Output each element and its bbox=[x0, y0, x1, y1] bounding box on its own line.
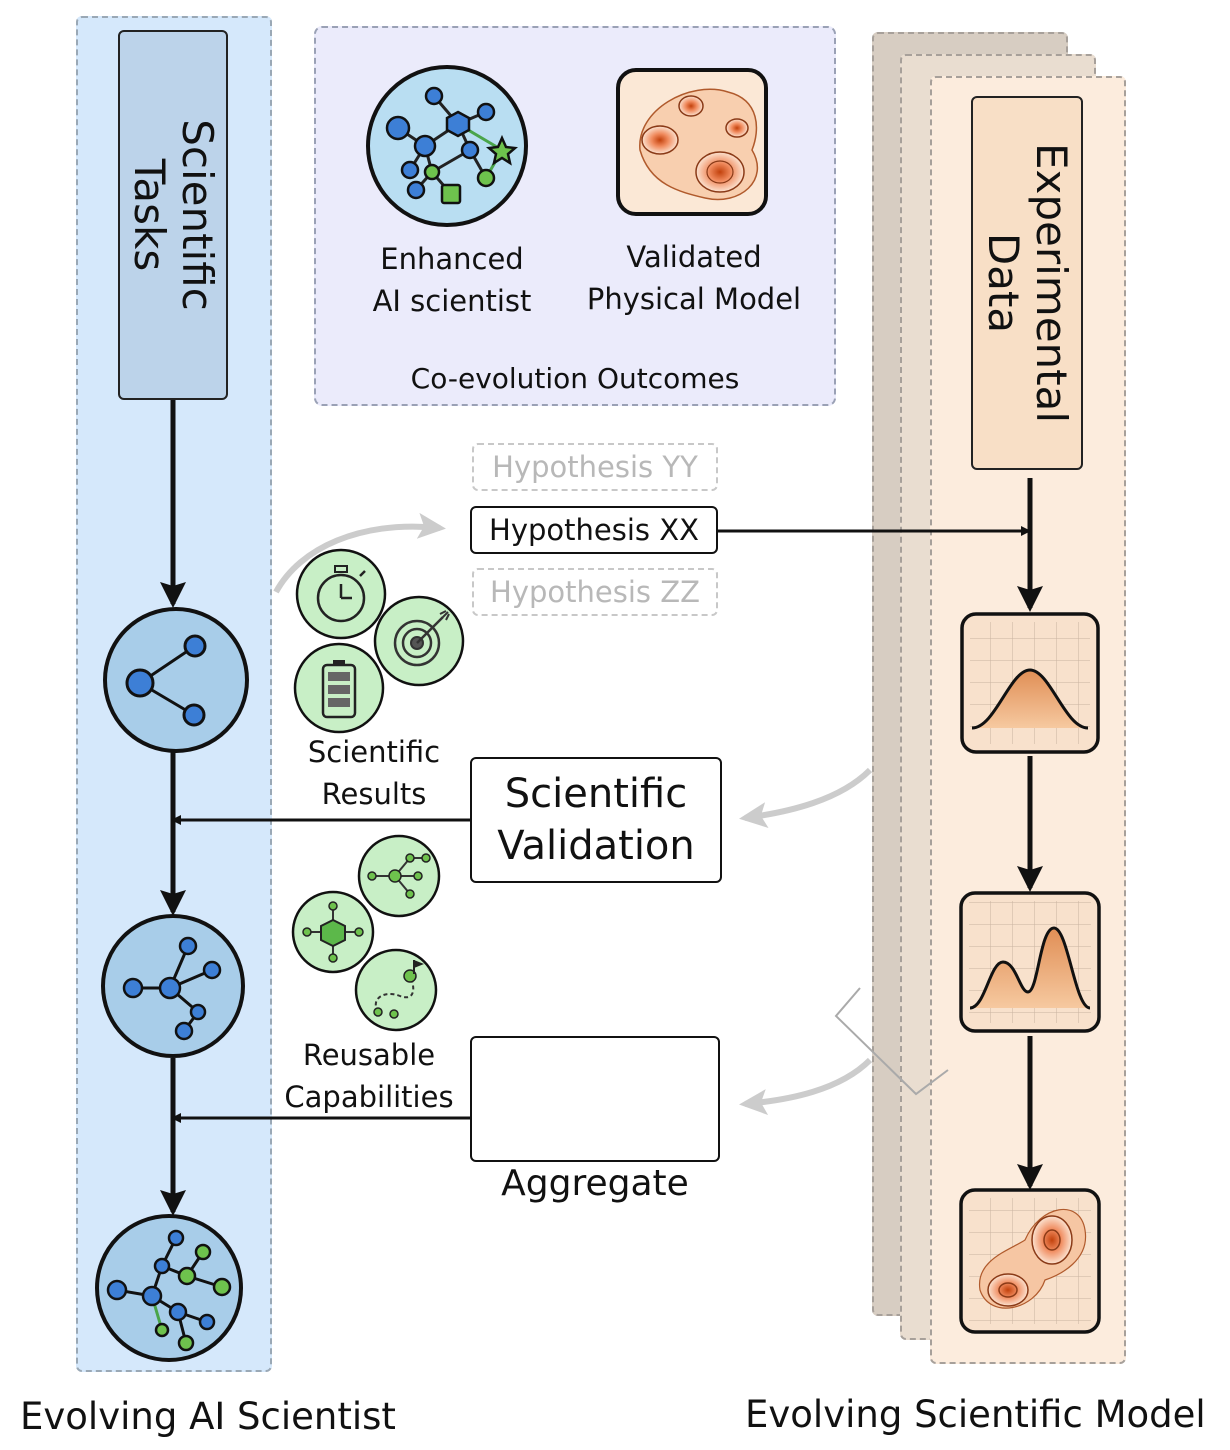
target-icon bbox=[373, 595, 465, 687]
battery-icon bbox=[293, 642, 385, 734]
cube-hub-icon bbox=[291, 890, 375, 974]
evolving-ai-scientist-caption: Evolving AI Scientist bbox=[20, 1395, 396, 1438]
validated-physical-model-icon bbox=[616, 68, 768, 216]
model-to-validation-arrow bbox=[739, 767, 873, 828]
scientific-results-label: Scientific Results bbox=[307, 735, 441, 811]
ai-scientist-stage-1-icon bbox=[103, 607, 249, 753]
path-to-goal-icon bbox=[354, 948, 438, 1032]
enhanced-ai-scientist-icon bbox=[366, 65, 528, 227]
co-evolution-outcomes-title: Co-evolution Outcomes bbox=[410, 362, 740, 395]
stopwatch-icon bbox=[295, 548, 387, 640]
hypothesis-yy: Hypothesis YY bbox=[472, 443, 718, 491]
contour-map-icon bbox=[959, 1188, 1101, 1334]
scientist-to-hypothesis-arrow bbox=[273, 512, 446, 594]
scientific-tasks-box: Scientific Tasks bbox=[118, 30, 228, 400]
enhanced-ai-scientist-label: Enhanced AI scientist bbox=[372, 242, 532, 318]
hypothesis-xx: Hypothesis XX bbox=[470, 506, 718, 554]
ai-scientist-stage-3-icon bbox=[95, 1214, 243, 1362]
model-to-aggregate-arrow bbox=[739, 1057, 873, 1115]
bracket-mark bbox=[834, 987, 949, 1096]
hypothesis-zz: Hypothesis ZZ bbox=[472, 568, 718, 616]
evolving-scientific-model-caption: Evolving Scientific Model bbox=[745, 1393, 1206, 1436]
validated-physical-model-label: Validated Physical Model bbox=[586, 240, 802, 316]
workflow-capability-icon bbox=[357, 834, 441, 918]
aggregate-label: Aggregate bbox=[501, 1163, 689, 1204]
experimental-data-box: Experimental Data bbox=[971, 96, 1083, 470]
double-peak-distribution-icon bbox=[959, 891, 1101, 1033]
aggregate-box bbox=[470, 1036, 720, 1162]
ai-scientist-stage-2-icon bbox=[101, 914, 245, 1058]
reusable-capabilities-label: Reusable Capabilities bbox=[284, 1038, 454, 1114]
single-peak-distribution-icon bbox=[960, 612, 1100, 754]
scientific-validation-box: Scientific Validation bbox=[470, 757, 722, 883]
